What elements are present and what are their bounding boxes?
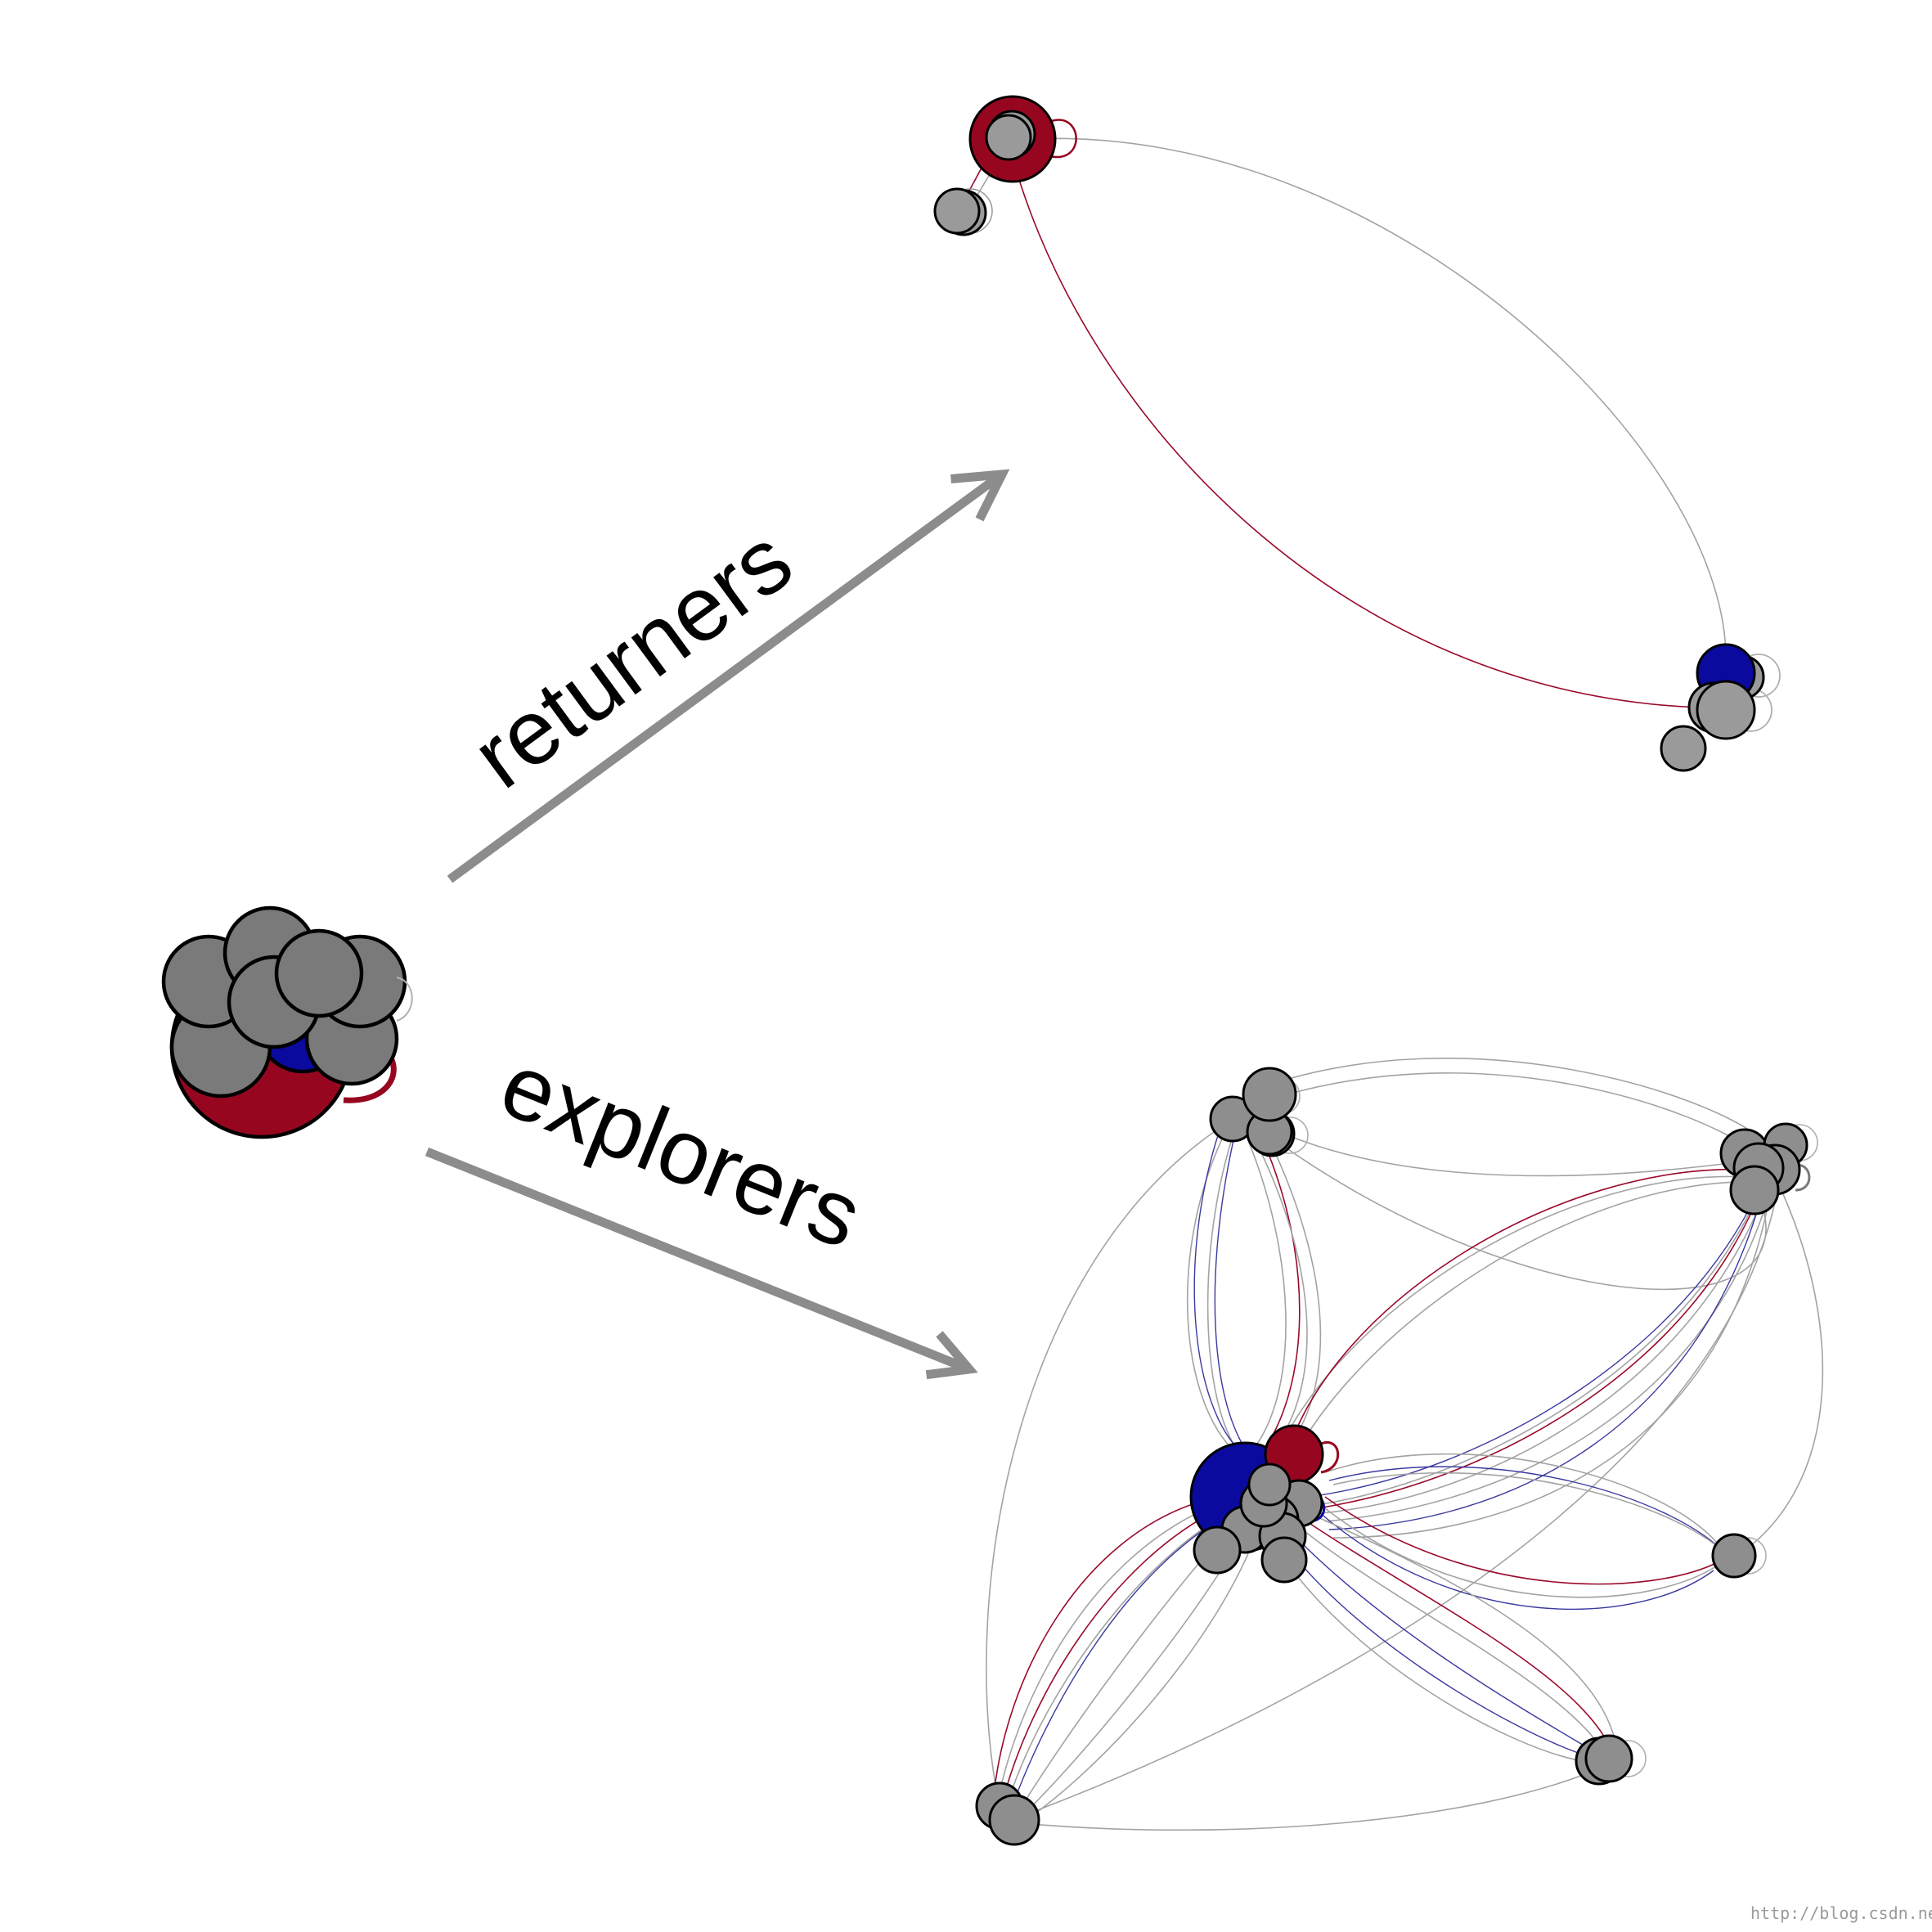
network-edge [1242, 1128, 1287, 1453]
watermark-text: http://blog.csdn.net/ [1750, 1903, 1932, 1923]
network-edge [1001, 1508, 1220, 1804]
explorers-gray-node [1242, 1067, 1297, 1122]
network-edge [1030, 137, 1727, 667]
returners-arrow-shaft [447, 472, 1003, 883]
network-edge [1283, 1168, 1751, 1465]
explorers-label: explorers [487, 1032, 875, 1268]
returners-arrow-head [950, 469, 1010, 522]
returners-arrow [447, 469, 1010, 883]
explorers-network [975, 1058, 1824, 1846]
returners-gray-node [985, 114, 1032, 161]
network-edge [1030, 1766, 1604, 1831]
returners-gray-node [1696, 680, 1756, 740]
network-edge [1292, 1521, 1604, 1751]
returners-self-loop [1046, 119, 1077, 159]
network-edge [1318, 1511, 1714, 1611]
network-edge [1259, 1128, 1767, 1291]
returners-network [933, 95, 1781, 772]
source-gray-node [274, 928, 364, 1018]
network-edge [1750, 1193, 1824, 1547]
network-edge [1308, 1512, 1616, 1743]
explorers-gray-node [1247, 1462, 1292, 1507]
network-edge [1332, 1210, 1768, 1539]
network-edge [1324, 1453, 1727, 1555]
source-cluster [161, 905, 413, 1139]
network-edge [1328, 1466, 1731, 1559]
explorers-gray-node [988, 1794, 1040, 1846]
network-edge [1275, 1175, 1759, 1457]
network-edge [1193, 1132, 1244, 1455]
network-edge [1022, 1202, 1776, 1817]
network-edge [1316, 1193, 1759, 1506]
network-edge [1320, 1504, 1717, 1598]
network-edge [993, 1500, 1203, 1796]
network-edge [1287, 1529, 1600, 1755]
network-edge [1206, 1128, 1240, 1453]
network-edge [1324, 1496, 1719, 1585]
network-edge [1332, 1471, 1733, 1561]
network-edge [1009, 1516, 1224, 1813]
network-edge [1259, 1132, 1301, 1457]
explorers-arrow-shaft [425, 1147, 968, 1373]
returners-gray-node [1660, 725, 1707, 772]
returners-gray-node [933, 187, 981, 235]
explorers-gray-node [1584, 1734, 1633, 1783]
network-edge [1320, 1197, 1764, 1514]
network-edge [997, 1504, 1215, 1800]
network-edge [1328, 1206, 1759, 1530]
network-edge [1300, 1516, 1611, 1747]
network-edge [1287, 1181, 1755, 1469]
source-faint-loop [396, 977, 413, 1022]
network-edge [1279, 1537, 1596, 1759]
network-edge [1267, 1072, 1751, 1150]
network-edge [1259, 1058, 1759, 1138]
explorers-gray-node [1260, 1536, 1308, 1584]
network-edge [1308, 1189, 1759, 1498]
network-edge [1312, 1185, 1764, 1510]
explorers-gray-node [1711, 1533, 1757, 1579]
network-edge [1263, 1124, 1743, 1177]
explorers-arrow-head [925, 1331, 978, 1380]
explorers-arrow [425, 1147, 978, 1380]
explorers-self-loop [1320, 1440, 1340, 1474]
network-edge [1324, 1202, 1768, 1522]
network-edge [1005, 1512, 1228, 1808]
network-edge [1275, 1545, 1592, 1764]
network-edge [1214, 1132, 1252, 1458]
network-edge [1013, 163, 1702, 708]
explorers-gray-node [1193, 1525, 1242, 1575]
network-edge [1026, 1545, 1252, 1821]
explorers-gray-node [1729, 1165, 1780, 1215]
network-edge [986, 1120, 1232, 1800]
